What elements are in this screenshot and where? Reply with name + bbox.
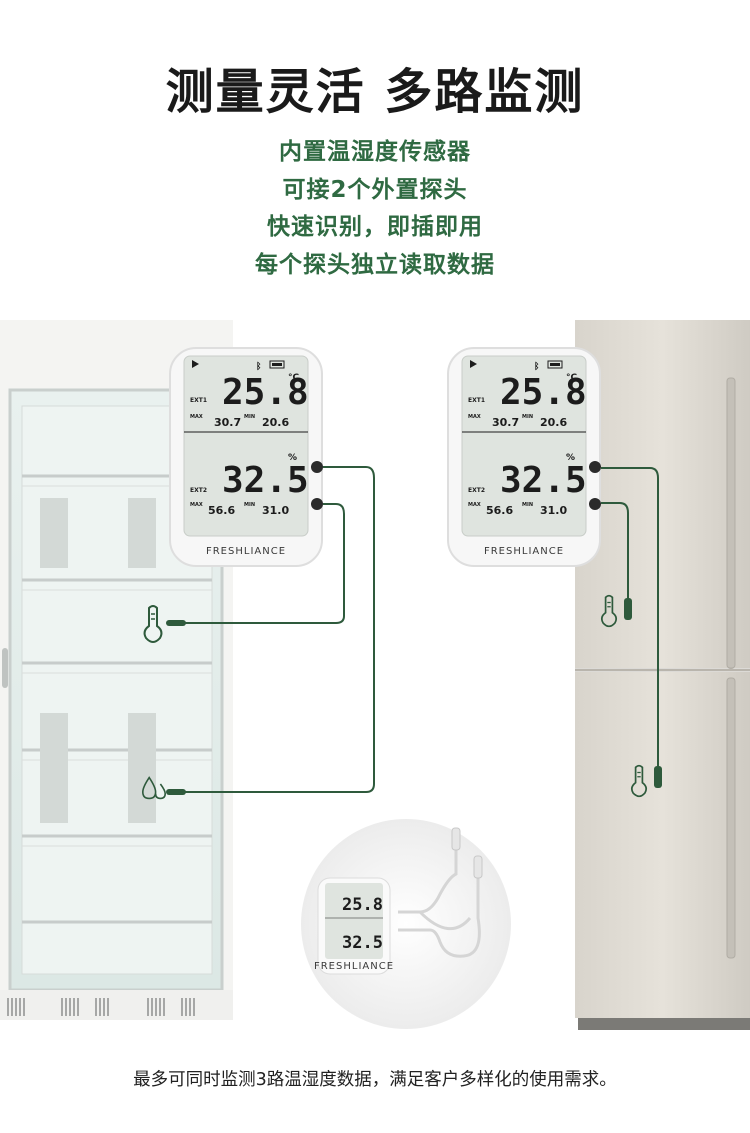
ext1-min-label: MIN: [522, 414, 533, 420]
ext2-max-value: 56.6: [208, 504, 235, 517]
ext1-label: EXT1: [468, 397, 485, 404]
probe-right-upper: [624, 598, 632, 620]
inset-internal-humidity: 32.5: [342, 933, 383, 953]
ext1-min-value: 20.6: [540, 416, 567, 429]
ext2-min-label: MIN: [522, 502, 533, 508]
battery-icon: [269, 360, 285, 369]
ext1-max-label: MAX: [190, 414, 203, 420]
cables-right: [596, 467, 659, 768]
ext1-max-label: MAX: [468, 414, 481, 420]
battery-icon: [547, 360, 563, 369]
ext2-max-value: 56.6: [486, 504, 513, 517]
temperature-unit: °C: [288, 373, 300, 383]
feature-plug-and-play: 快速识别，即插即用: [267, 214, 483, 240]
probe-right-lower: [654, 766, 662, 788]
probe-left-humidity: [166, 789, 186, 795]
caption: 最多可同时监测3路温湿度数据，满足客户多样化的使用需求。: [133, 1070, 617, 1090]
inset-brand-logo: FRESHLIANCE: [314, 961, 394, 972]
feature-builtin-sensor: 内置温湿度传感器: [279, 139, 471, 165]
product-scene: ᛒ EXT1 25.8 °C MAX 30.7 MIN 20.6 EXT2 32…: [0, 320, 750, 1030]
inset-internal-temperature: 25.8: [342, 895, 383, 915]
bluetooth-icon: ᛒ: [534, 361, 539, 372]
headline: 测量灵活 多路监测: [165, 64, 585, 120]
ext2-label: EXT2: [468, 487, 485, 494]
probe-left-temp: [166, 620, 186, 626]
ext1-min-label: MIN: [244, 414, 255, 420]
play-icon: [192, 360, 199, 368]
ext2-min-label: MIN: [244, 502, 255, 508]
humidity-unit: %: [288, 453, 297, 463]
ext1-max-value: 30.7: [492, 416, 519, 429]
ext2-min-value: 31.0: [262, 504, 289, 517]
internal-humidity: 32.5: [500, 460, 587, 501]
bluetooth-icon: ᛒ: [256, 361, 261, 372]
internal-temperature: 25.8: [222, 372, 309, 413]
ext1-min-value: 20.6: [262, 416, 289, 429]
product-inset: 25.8 32.5 FRESHLIANCE: [301, 819, 511, 1029]
steel-fridge: [575, 320, 750, 1030]
ext2-max-label: MAX: [190, 502, 203, 508]
ext1-max-value: 30.7: [214, 416, 241, 429]
thermo-hygrometer-right: ᛒ EXT1 25.8 °C MAX 30.7 MIN 20.6 EXT2 32…: [447, 347, 601, 567]
feature-external-probes: 可接2个外置探头: [282, 176, 468, 203]
thermo-hygrometer-left: ᛒ EXT1 25.8 °C MAX 30.7 MIN 20.6 EXT2 32…: [169, 347, 323, 567]
humidity-unit: %: [566, 453, 575, 463]
ext2-min-value: 31.0: [540, 504, 567, 517]
ext2-max-label: MAX: [468, 502, 481, 508]
ext2-label: EXT2: [190, 487, 207, 494]
feature-list: 内置温湿度传感器 可接2个外置探头 快速识别，即插即用 每个探头独立读取数据: [0, 134, 750, 284]
feature-independent-readings: 每个探头独立读取数据: [255, 251, 495, 278]
internal-temperature: 25.8: [500, 372, 587, 413]
brand-logo: FRESHLIANCE: [206, 546, 286, 557]
play-icon: [470, 360, 477, 368]
ext1-label: EXT1: [190, 397, 207, 404]
brand-logo: FRESHLIANCE: [484, 546, 564, 557]
cables-left: [182, 466, 375, 793]
internal-humidity: 32.5: [222, 460, 309, 501]
temperature-unit: °C: [566, 373, 578, 383]
